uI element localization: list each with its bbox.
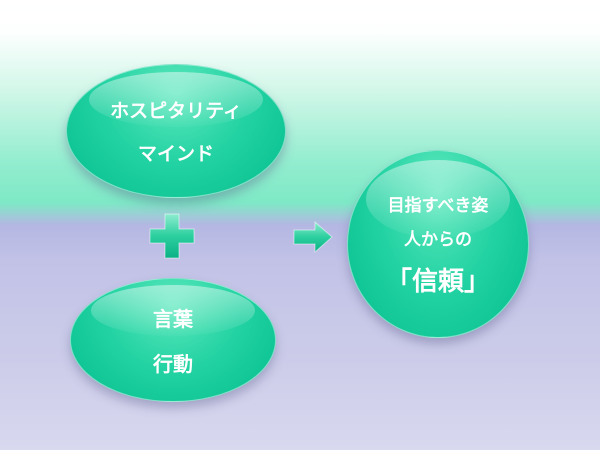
words-actions-ellipse: 言葉 行動	[70, 278, 276, 402]
ellipse-text-line: ホスピタリティ	[110, 101, 242, 122]
right-arrow-icon	[293, 220, 333, 254]
ellipse-text-line: マインド	[137, 144, 214, 165]
circle-text-line: 人からの	[404, 229, 472, 249]
ellipse-text-line: 言葉	[153, 309, 193, 331]
plus-icon	[149, 213, 195, 259]
circle-text-line: 目指すべき姿	[387, 195, 489, 215]
circle-text-emphasis: 「信頼」	[385, 265, 490, 296]
trust-goal-circle: 目指すべき姿 人からの 「信頼」	[347, 150, 529, 338]
hospitality-mind-ellipse: ホスピタリティ マインド	[66, 64, 286, 198]
ellipse-text-line: 行動	[153, 354, 193, 376]
